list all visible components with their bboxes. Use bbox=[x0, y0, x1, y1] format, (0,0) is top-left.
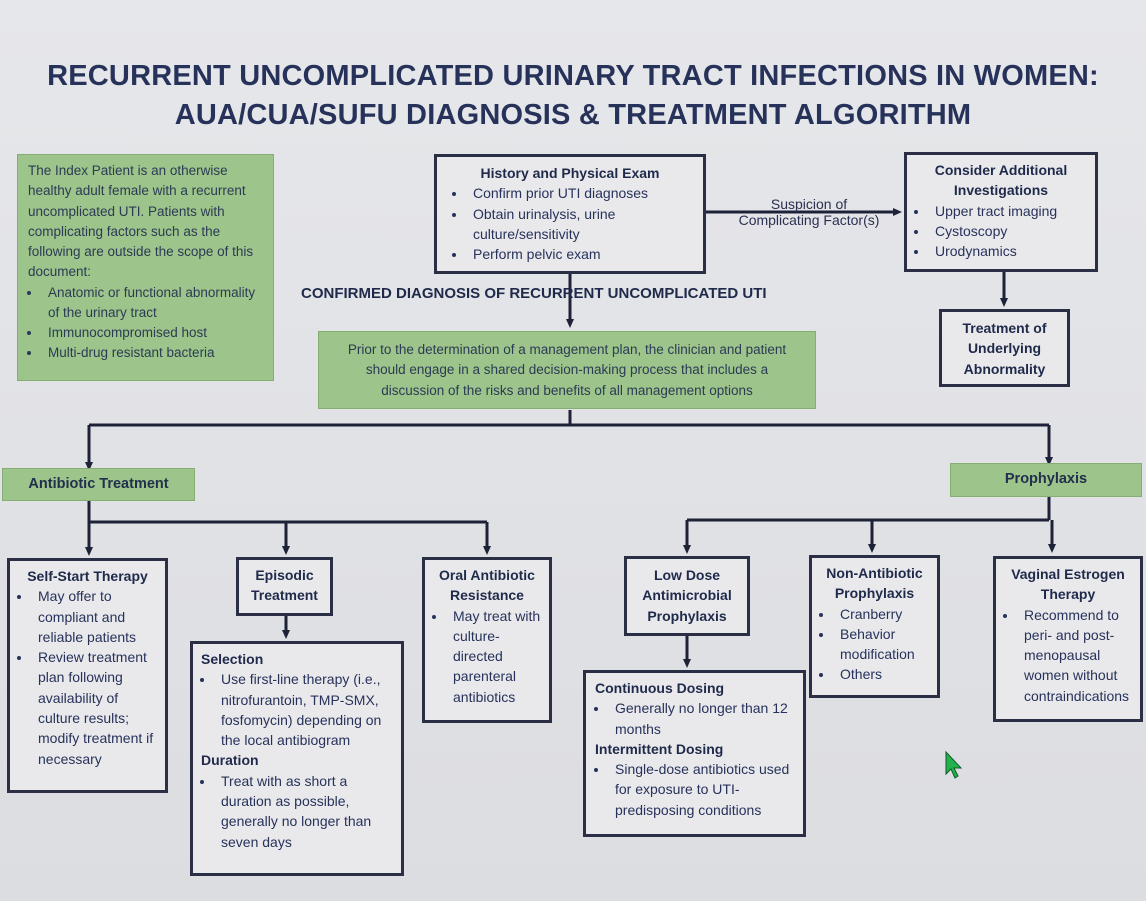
shared-decision-note: Prior to the determination of a manageme… bbox=[318, 331, 816, 409]
index-patient-note: The Index Patient is an otherwise health… bbox=[17, 154, 274, 381]
self-start-list: May offer to compliant and reliable pati… bbox=[18, 586, 157, 769]
oral-resistance-header: Oral Antibiotic Resistance bbox=[439, 567, 535, 604]
treatment-underlying-text: Treatment of Underlying Abnormality bbox=[962, 320, 1047, 377]
additional-investigations-box: Consider Additional Investigations Upper… bbox=[904, 152, 1098, 272]
low-dose-prophylaxis-box: Low Dose Antimicrobial Prophylaxis bbox=[624, 556, 750, 636]
list-item: Use first-line therapy (i.e., nitrofuran… bbox=[215, 669, 393, 750]
vaginal-estrogen-list: Recommend to peri- and post-menopausal w… bbox=[1004, 605, 1132, 706]
continuous-list: Generally no longer than 12 months bbox=[595, 698, 794, 739]
list-item: Upper tract imaging bbox=[929, 201, 1087, 221]
non-antibiotic-prophylaxis-box: Non-Antibiotic Prophylaxis Cranberry Beh… bbox=[809, 555, 940, 698]
list-item: Recommend to peri- and post-menopausal w… bbox=[1018, 605, 1132, 706]
selection-list: Use first-line therapy (i.e., nitrofuran… bbox=[201, 669, 393, 750]
list-item: Others bbox=[834, 664, 929, 684]
list-item: Immunocompromised host bbox=[42, 323, 263, 343]
list-item: Anatomic or functional abnormality of th… bbox=[42, 283, 263, 324]
index-patient-list: Anatomic or functional abnormality of th… bbox=[28, 283, 263, 364]
non-antibiotic-list: Cranberry Behavior modification Others bbox=[820, 604, 929, 685]
list-item: Treat with as short a duration as possib… bbox=[215, 771, 393, 852]
list-item: May offer to compliant and reliable pati… bbox=[32, 586, 157, 647]
index-patient-text: The Index Patient is an otherwise health… bbox=[28, 163, 254, 280]
list-item: Cystoscopy bbox=[929, 221, 1087, 241]
additional-list: Upper tract imaging Cystoscopy Urodynami… bbox=[915, 201, 1087, 262]
list-item: Confirm prior UTI diagnoses bbox=[467, 183, 691, 203]
confirmed-diagnosis-label: CONFIRMED DIAGNOSIS OF RECURRENT UNCOMPL… bbox=[301, 285, 767, 302]
list-item: Urodynamics bbox=[929, 241, 1087, 261]
treatment-underlying-box: Treatment of Underlying Abnormality bbox=[939, 309, 1070, 387]
title-line-2: AUA/CUA/SUFU DIAGNOSIS & TREATMENT ALGOR… bbox=[174, 99, 972, 131]
history-physical-box: History and Physical Exam Confirm prior … bbox=[434, 154, 706, 274]
mouse-cursor-icon bbox=[945, 750, 963, 779]
episodic-treatment-box: Episodic Treatment bbox=[236, 557, 333, 616]
episodic-header: Episodic Treatment bbox=[251, 567, 318, 604]
oral-resistance-list: May treat with culture-directed parenter… bbox=[433, 606, 541, 707]
history-list: Confirm prior UTI diagnoses Obtain urina… bbox=[449, 183, 691, 264]
list-item: Behavior modification bbox=[834, 624, 929, 665]
self-start-header: Self-Start Therapy bbox=[27, 568, 148, 584]
self-start-therapy-box: Self-Start Therapy May offer to complian… bbox=[7, 558, 168, 793]
antibiotic-treatment-band: Antibiotic Treatment bbox=[2, 468, 195, 501]
vaginal-estrogen-header: Vaginal Estrogen Therapy bbox=[1011, 566, 1125, 603]
selection-header: Selection bbox=[201, 651, 264, 667]
list-item: Perform pelvic exam bbox=[467, 244, 691, 264]
list-item: Generally no longer than 12 months bbox=[609, 698, 794, 739]
list-item: May treat with culture-directed parenter… bbox=[447, 606, 541, 707]
vaginal-estrogen-box: Vaginal Estrogen Therapy Recommend to pe… bbox=[993, 556, 1143, 722]
list-item: Obtain urinalysis, urine culture/sensiti… bbox=[467, 204, 691, 245]
suspicion-label: Suspicion of Complicating Factor(s) bbox=[738, 196, 880, 228]
list-item: Review treatment plan following availabi… bbox=[32, 647, 157, 769]
selection-duration-box: Selection Use first-line therapy (i.e., … bbox=[190, 641, 404, 876]
history-header: History and Physical Exam bbox=[480, 165, 660, 181]
title-line-1: RECURRENT UNCOMPLICATED URINARY TRACT IN… bbox=[47, 60, 1099, 92]
duration-header: Duration bbox=[201, 752, 259, 769]
oral-antibiotic-resistance-box: Oral Antibiotic Resistance May treat wit… bbox=[422, 557, 552, 723]
duration-list: Treat with as short a duration as possib… bbox=[201, 771, 393, 852]
additional-header: Consider Additional Investigations bbox=[934, 162, 1068, 199]
low-dose-header: Low Dose Antimicrobial Prophylaxis bbox=[642, 567, 732, 624]
list-item: Multi-drug resistant bacteria bbox=[42, 343, 263, 363]
continuous-header: Continuous Dosing bbox=[595, 680, 725, 696]
dosing-box: Continuous Dosing Generally no longer th… bbox=[583, 670, 806, 837]
list-item: Cranberry bbox=[834, 604, 929, 624]
list-item: Single-dose antibiotics used for exposur… bbox=[609, 759, 794, 820]
intermittent-list: Single-dose antibiotics used for exposur… bbox=[595, 759, 794, 820]
prophylaxis-band: Prophylaxis bbox=[950, 463, 1142, 497]
intermittent-header: Intermittent Dosing bbox=[595, 740, 724, 757]
non-antibiotic-header: Non-Antibiotic Prophylaxis bbox=[826, 565, 923, 602]
